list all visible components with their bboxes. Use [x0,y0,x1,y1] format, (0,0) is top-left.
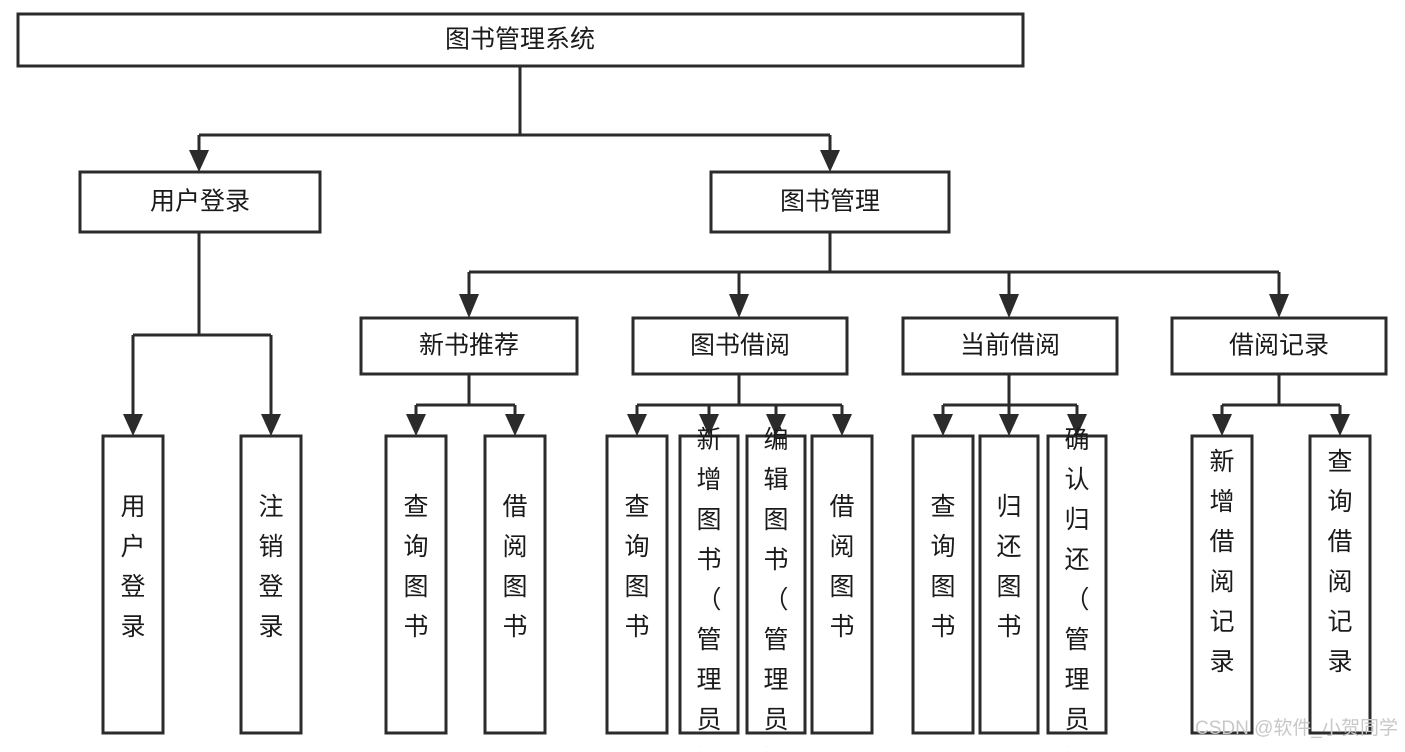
node-current-borrow[interactable]: 当前借阅 [901,316,1119,376]
arrow-head-icon [1212,414,1232,436]
node-box[interactable] [1046,434,1108,735]
node-box[interactable] [901,316,1119,376]
node-label: 编辑图书（管理员） [763,426,788,747]
node-box[interactable] [16,12,1025,68]
arrow-head-icon [123,414,143,436]
node-label: 用户登录 [120,493,145,641]
node-leaf-borrow-book-2[interactable]: 借阅图书 [810,434,874,735]
node-box[interactable] [911,434,975,735]
node-box[interactable] [978,434,1040,735]
node-label: 新书推荐 [419,332,519,360]
arrow-head-icon [1330,414,1350,436]
arrow-head-icon [406,414,426,436]
node-label: 借阅图书 [502,493,527,641]
connector-root-to-level1 [189,66,840,172]
node-label: 归还图书 [996,493,1021,641]
node-box[interactable] [631,316,849,376]
node-label: 图书管理 [780,188,880,216]
arrow-head-icon [999,414,1019,436]
arrow-head-icon [933,414,953,436]
connector-new-book-recommend-to-leaves [406,374,525,436]
arrow-head-icon [699,414,719,436]
node-box[interactable] [1190,434,1254,735]
watermark-label: CSDN @软件_小贺同学 [1195,717,1398,739]
node-label: 查询图书 [930,493,955,641]
arrow-head-icon [729,294,749,318]
arrow-head-icon [459,294,479,318]
node-label: 查询图书 [624,493,649,641]
arrow-head-icon [627,414,647,436]
arrow-head-icon [766,414,786,436]
node-leaf-logout-login[interactable]: 注销登录 [239,434,303,735]
node-box[interactable] [483,434,547,735]
node-label: 图书管理系统 [445,26,595,54]
node-label: 确认归还（管理员） [1064,426,1089,747]
node-leaf-borrow-book-1[interactable]: 借阅图书 [483,434,547,735]
node-box[interactable] [745,434,807,735]
node-leaf-add-book[interactable]: 新增图书（管理员） [678,426,740,752]
node-leaf-return-book[interactable]: 归还图书 [978,434,1040,735]
node-leaf-query-book-2[interactable]: 查询图书 [605,434,669,735]
node-label: 注销登录 [258,493,283,641]
arrow-head-icon [832,414,852,436]
node-label: 用户登录 [150,188,250,216]
connector-borrow-record-to-leaves [1212,374,1350,436]
arrow-head-icon [1067,414,1087,436]
node-new-book-recommend[interactable]: 新书推荐 [359,316,579,376]
connector-book-borrow-to-leaves [627,374,852,436]
connector-book-management-to-level2 [459,232,1289,318]
node-leaf-query-record[interactable]: 查询借阅记录 [1308,434,1372,735]
node-user-login[interactable]: 用户登录 [78,170,322,234]
node-label: 当前借阅 [960,332,1060,360]
arrow-head-icon [999,294,1019,318]
node-leaf-query-book-1[interactable]: 查询图书 [384,434,448,735]
node-label: 新增图书（管理员） [696,426,721,747]
node-box[interactable] [101,434,165,735]
node-root-system[interactable]: 图书管理系统 [16,12,1025,68]
node-label: 新增借阅记录 [1209,448,1234,676]
node-label: 图书借阅 [690,332,790,360]
node-label: 借阅图书 [829,493,854,641]
node-leaf-confirm-return[interactable]: 确认归还（管理员） [1046,426,1108,752]
node-leaf-query-book-3[interactable]: 查询图书 [911,434,975,735]
node-label: 查询借阅记录 [1327,448,1352,676]
node-box[interactable] [605,434,669,735]
node-book-borrow[interactable]: 图书借阅 [631,316,849,376]
node-leaf-edit-book[interactable]: 编辑图书（管理员） [745,426,807,752]
node-label: 借阅记录 [1229,332,1329,360]
node-box[interactable] [1308,434,1372,735]
node-box[interactable] [678,434,740,735]
arrow-head-icon [261,414,281,436]
node-box[interactable] [810,434,874,735]
node-box[interactable] [384,434,448,735]
node-box[interactable] [1170,316,1388,376]
arrow-head-icon [189,150,209,172]
node-box[interactable] [239,434,303,735]
node-box[interactable] [359,316,579,376]
node-leaf-user-login[interactable]: 用户登录 [101,434,165,735]
node-leaf-add-record[interactable]: 新增借阅记录 [1190,434,1254,735]
node-label: 查询图书 [403,493,428,641]
node-book-management[interactable]: 图书管理 [709,170,951,234]
node-borrow-record[interactable]: 借阅记录 [1170,316,1388,376]
arrow-head-icon [505,414,525,436]
connector-current-borrow-to-leaves [933,374,1087,436]
node-box[interactable] [78,170,322,234]
arrow-head-icon [820,150,840,172]
arrow-head-icon [1269,294,1289,318]
node-box[interactable] [709,170,951,234]
connector-user-login-to-leaves [123,232,281,436]
